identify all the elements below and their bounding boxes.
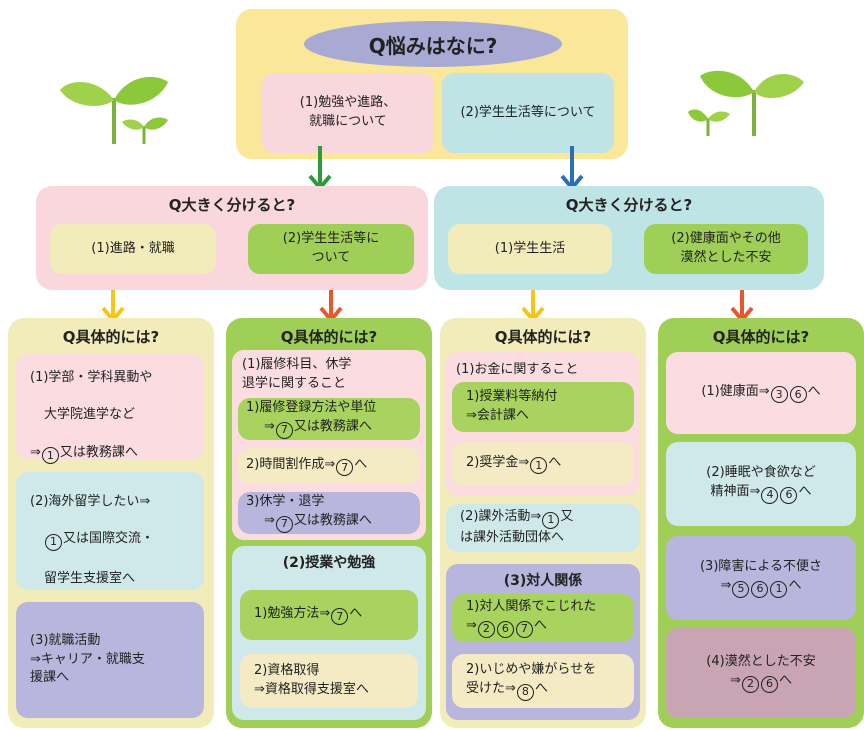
arrow-green — [308, 146, 332, 192]
arrow-red-2 — [730, 290, 754, 324]
col3-title: Q具体的には? — [494, 328, 592, 346]
question-ellipse: Q悩みはなに? — [304, 21, 562, 67]
circle-number: 3 — [770, 386, 788, 404]
arrow-yellow-1 — [101, 290, 125, 324]
circle-number: 6 — [789, 386, 807, 404]
circle-number: 5 — [732, 580, 750, 598]
circle-number: 6 — [751, 580, 769, 598]
sprout-icon — [60, 76, 168, 144]
arrow-red-1 — [319, 290, 343, 324]
col2-title: Q具体的には? — [280, 328, 378, 346]
sprout-icon — [688, 70, 804, 136]
top-option-student-life[interactable]: (2)学生生活等について — [442, 73, 614, 153]
circle-number: 8 — [516, 683, 534, 701]
circle-number: 4 — [761, 486, 779, 504]
circle-number: 6 — [780, 486, 798, 504]
circle-number: 6 — [496, 620, 514, 638]
top-question: Q悩みはなに? — [368, 33, 498, 58]
col2-section-classes-title: (2)授業や勉強 — [282, 555, 376, 571]
circle-number: 1 — [45, 533, 62, 551]
mid-right-panel: Q大きく分けると? (1)学生生活 (2)健康面やその他 漠然とした不安 — [434, 186, 824, 290]
circle-number: 7 — [331, 608, 349, 626]
option-health-anxiety[interactable]: (2)健康面やその他 漠然とした不安 — [644, 224, 808, 274]
col1-title: Q具体的には? — [62, 328, 160, 346]
mid-right-title: Q大きく分けると? — [565, 196, 693, 214]
mid-left-title: Q大きく分けると? — [168, 196, 296, 214]
col2-panel: Q具体的には? (1)履修科目、休学 退学に関すること 1)履修登録方法や単位⇒… — [226, 318, 432, 728]
circle-number: 1 — [770, 580, 788, 598]
circle-number: 1 — [542, 511, 560, 529]
top-option-study[interactable]: (1)勉強や進路、 就職について — [262, 73, 434, 153]
mid-left-panel: Q大きく分けると? (1)進路・就職 (2)学生生活等に ついて — [36, 186, 428, 290]
col3-item-tuition[interactable]: 1)授業料等納付 ⇒会計課へ — [452, 382, 634, 432]
option-career[interactable]: (1)進路・就職 — [50, 224, 216, 274]
circle-number: 2 — [741, 675, 759, 693]
circle-number: 2 — [477, 620, 495, 638]
col1-item-job-hunting[interactable]: (3)就職活動 ⇒キャリア・就職支 援課へ — [16, 602, 204, 718]
col3-section-money-title: (1)お金に関すること — [456, 362, 579, 377]
circle-number: 7 — [275, 515, 293, 533]
circle-number: 7 — [515, 620, 533, 638]
circle-number: 6 — [760, 675, 778, 693]
col3-panel: Q具体的には? (1)お金に関すること 1)授業料等納付 ⇒会計課へ 2)奨学金… — [440, 318, 646, 728]
option-student-life-study[interactable]: (2)学生生活等に ついて — [248, 224, 414, 274]
circle-number: 1 — [41, 447, 59, 465]
col4-title: Q具体的には? — [712, 328, 810, 346]
circle-number: 7 — [336, 459, 354, 477]
col2-section-courses-title: (1)履修科目、休学 退学に関すること — [242, 357, 352, 391]
circle-number: 7 — [275, 421, 293, 439]
option-student-life[interactable]: (1)学生生活 — [448, 224, 612, 274]
col3-section-relationships-title: (3)対人関係 — [503, 573, 583, 589]
col2-item-qualification[interactable]: 2)資格取得 ⇒資格取得支援室へ — [240, 654, 418, 708]
top-panel: Q悩みはなに? (1)勉強や進路、 就職について (2)学生生活等について — [236, 9, 628, 159]
arrow-yellow-2 — [521, 290, 545, 324]
circle-number: 1 — [530, 457, 548, 475]
arrow-blue — [560, 146, 584, 192]
